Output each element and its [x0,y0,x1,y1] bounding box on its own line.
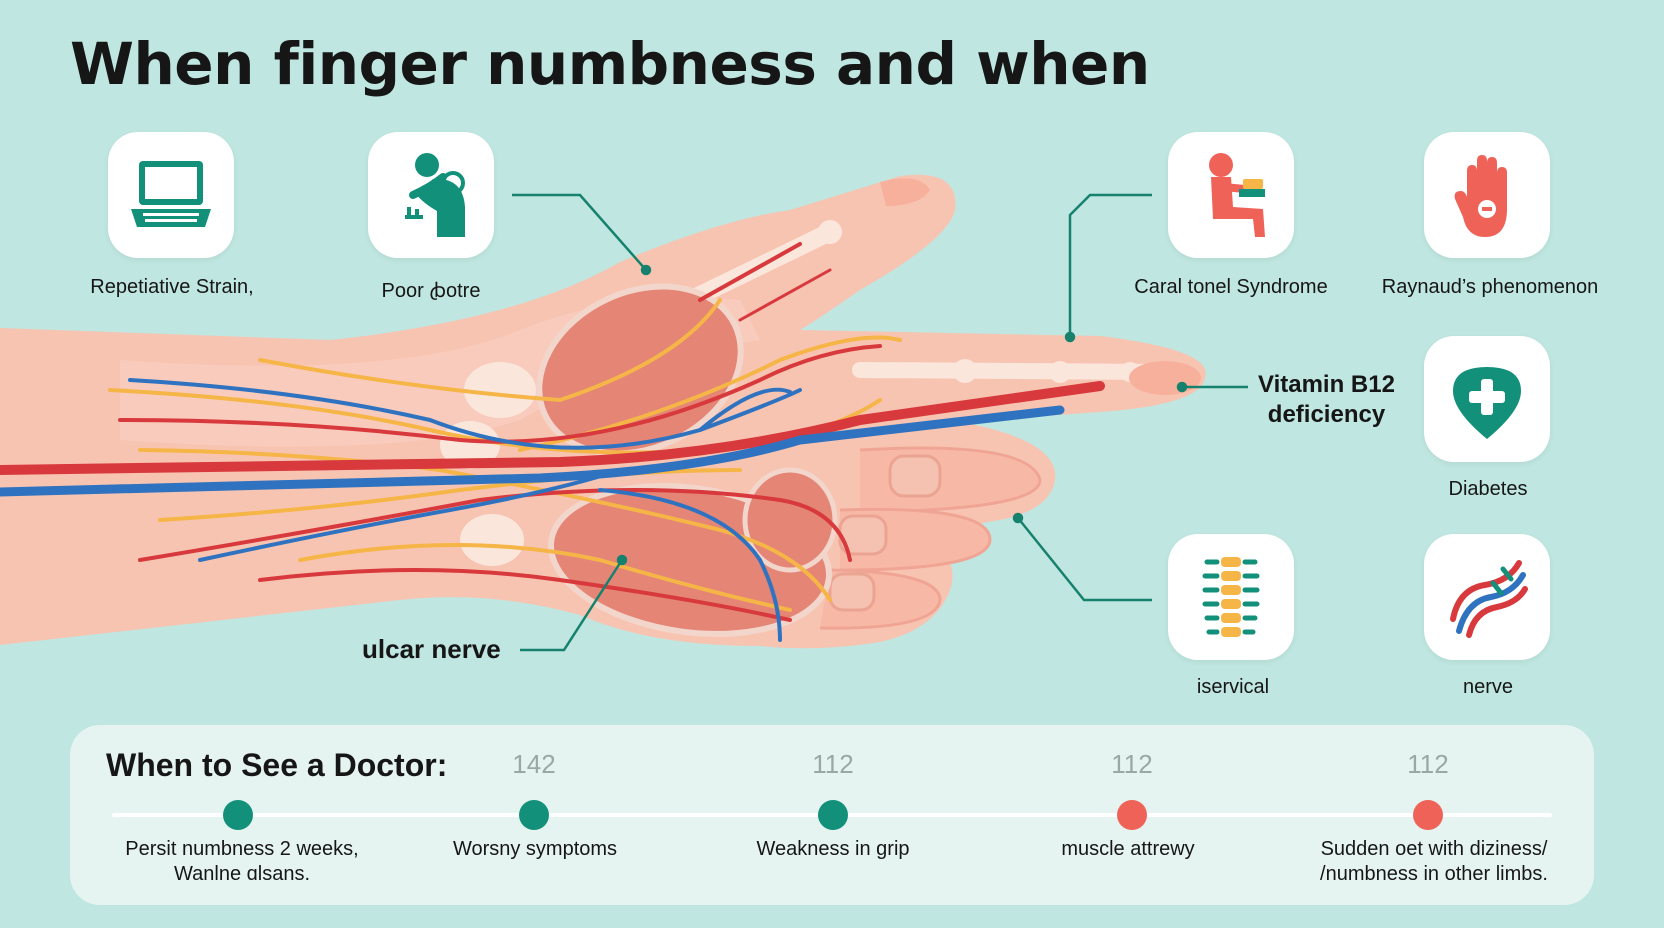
cause-card-poor-posture [368,132,494,258]
timeline-dot [818,800,848,830]
cause-label: Poor ꞗotre [381,280,481,302]
step-text: muscle attrewy [1061,838,1195,860]
cause-label: nerve [1462,676,1514,698]
step-number: 142 [512,749,556,779]
laptop-icon [131,161,211,227]
timeline-dot [1413,800,1443,830]
cause-label: Diabetes [1448,478,1528,500]
nerve-icon [1450,560,1528,638]
poor-posture-icon [405,153,465,237]
sitting-person-icon [1209,153,1265,237]
cause-label: Raynaud’s phenomenon [1381,276,1599,298]
step-text: Persit numbness 2 weeks, Wanlne ɑlsans. [125,838,359,885]
spine-icon [1202,557,1260,637]
vitamin-b12-label: Vitamin B12 deficiency [1258,371,1395,428]
step-number: 112 [812,749,854,779]
timeline-dot [519,800,549,830]
cause-card-cervical [1168,534,1294,660]
timeline-dot [223,800,253,830]
cause-card-repetitive-strain [108,132,234,258]
cause-card-carpal-tunnel [1168,132,1294,258]
step-text: Sudden oet with diziness/ /numbness in o… [1320,838,1548,885]
step-number: 112 [1407,749,1449,779]
ulnar-nerve-label: ulcar nerve [362,634,501,664]
cause-label: Caral tonel Syndrome [1134,276,1328,298]
cause-card-raynauds [1424,132,1550,258]
medical-shield-icon [1453,367,1521,439]
timeline-dot [1117,800,1147,830]
page-title: When finger numbness and when [70,30,1150,98]
hand-icon [1454,155,1507,237]
doctor-panel-title: When to See a Doctor: [106,747,448,783]
cause-card-nerve [1424,534,1550,660]
step-text: Weakness in grip [756,838,910,860]
step-text: Worsny symptoms [452,838,618,860]
step-number: 112 [1111,749,1153,779]
cause-card-diabetes [1424,336,1550,462]
cause-label: Repetiative Strain, [90,276,254,298]
cause-label: iservical [1196,676,1270,698]
doctor-panel: When to See a Doctor: 142 112 112 112 Pe… [70,725,1594,905]
